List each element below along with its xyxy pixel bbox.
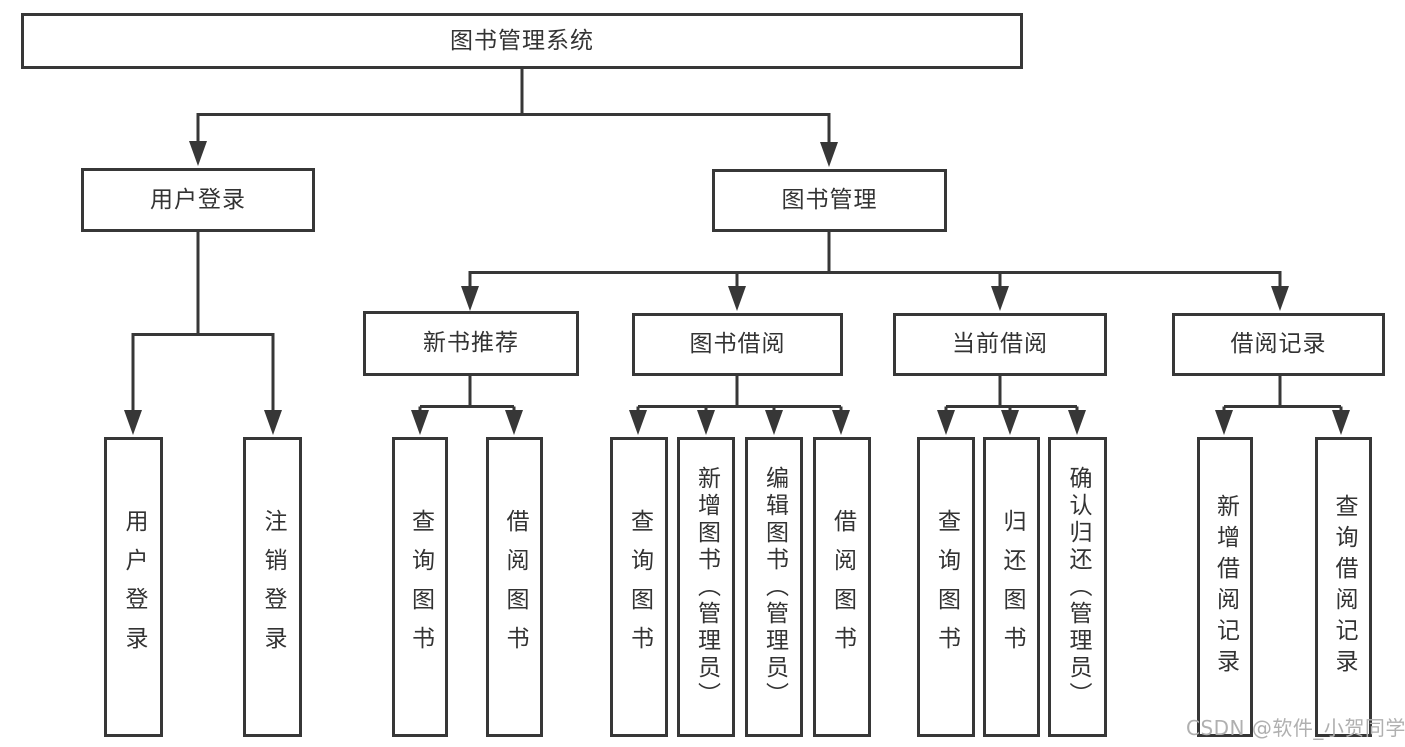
leaf-query-book-borrow: 查询图书 [610,437,668,737]
leaf-add-book-admin: 新增图书（管理员） [677,437,735,737]
leaf-edit-book-admin: 编辑图书（管理员） [745,437,803,737]
node-borrow-record: 借阅记录 [1172,313,1385,376]
leaf-borrow-book-recommend: 借阅图书 [486,437,543,737]
node-user-login: 用户登录 [81,168,315,232]
leaf-logout: 注销登录 [243,437,302,737]
csdn-watermark: CSDN @软件_小贺同学 [1186,716,1405,740]
leaf-query-book-recommend: 查询图书 [392,437,448,737]
node-library-system: 图书管理系统 [21,13,1023,69]
node-book-borrow: 图书借阅 [632,313,843,376]
leaf-query-borrow-record: 查询借阅记录 [1315,437,1372,737]
leaf-query-book-current: 查询图书 [917,437,975,737]
node-current-borrow: 当前借阅 [893,313,1107,376]
leaf-confirm-return-admin: 确认归还（管理员） [1048,437,1107,737]
leaf-borrow-book: 借阅图书 [813,437,871,737]
leaf-add-borrow-record: 新增借阅记录 [1197,437,1253,737]
leaf-user-login: 用户登录 [104,437,163,737]
node-book-management: 图书管理 [712,169,947,232]
node-new-book-recommend: 新书推荐 [363,311,579,376]
leaf-return-book: 归还图书 [983,437,1040,737]
